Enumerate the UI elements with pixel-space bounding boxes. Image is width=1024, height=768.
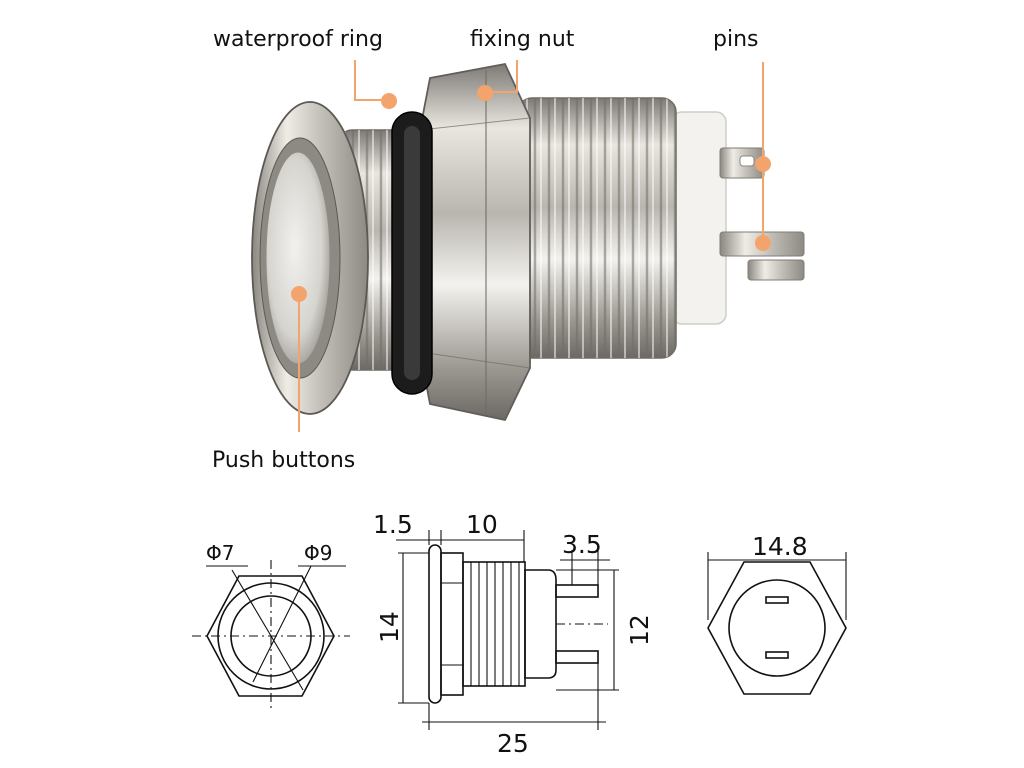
side-view-nut [440, 552, 464, 696]
dim-pin-width: 3.5 [562, 530, 602, 559]
switch-base [671, 111, 727, 325]
dim-head-thickness: 1.5 [373, 510, 413, 539]
dim-body-height: 12 [625, 614, 654, 646]
fixing-nut [419, 62, 531, 422]
dim-total-length: 25 [497, 729, 529, 758]
label-waterproof-ring: waterproof ring [213, 27, 383, 52]
label-pins: pins [713, 27, 758, 52]
side-view-drawing: 1.5 10 3.5 14 12 25 [373, 510, 654, 758]
dim-nut-width: 14.8 [752, 532, 808, 561]
side-view-head [428, 544, 442, 704]
switch-illustration [251, 62, 805, 422]
side-view-thread-lines [470, 562, 520, 686]
side-view-rear [524, 569, 557, 679]
side-view-thread [462, 561, 526, 687]
rear-view-pin-bottom [765, 651, 789, 659]
rear-view-hex [707, 561, 847, 695]
label-fixing-nut: fixing nut [470, 27, 575, 52]
front-view-drawing: Φ7 Φ9 [192, 541, 350, 712]
rear-view-pin-top [765, 596, 789, 604]
callouts: waterproof ring fixing nut pins Push but… [212, 27, 771, 473]
rear-view-circle [728, 579, 826, 677]
rear-view-drawing: 14.8 [707, 532, 847, 695]
dim-head-height: 14 [375, 611, 404, 643]
side-view-pin-top [555, 584, 599, 598]
side-view-pin-bottom [555, 650, 599, 664]
dim-phi-outer: Φ9 [304, 541, 332, 565]
dim-thread-length: 10 [466, 510, 498, 539]
label-push-buttons: Push buttons [212, 448, 355, 473]
dim-phi-inner: Φ7 [206, 541, 234, 565]
